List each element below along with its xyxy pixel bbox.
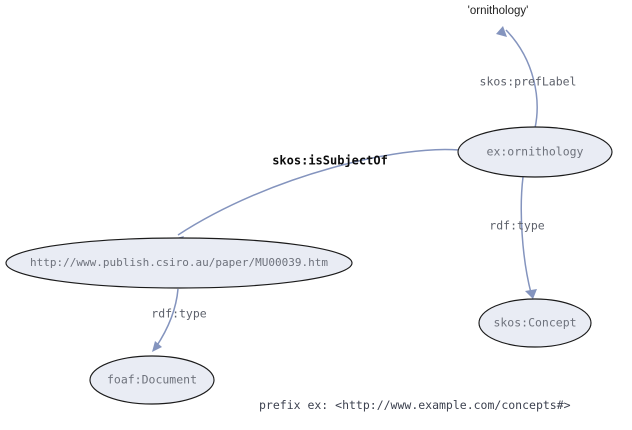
edge-rdftype-concept-arrowhead bbox=[525, 289, 537, 299]
edge-preflabel-arrowhead bbox=[496, 26, 507, 37]
edge-label-preflabel: skos:prefLabel bbox=[480, 75, 577, 89]
edge-label-rdftype-concept: rdf:type bbox=[489, 219, 544, 233]
edge-label-issubjectof: skos:isSubjectOf bbox=[272, 154, 388, 168]
edge-rdftype-document bbox=[152, 288, 179, 352]
node-foaf-document-label: foaf:Document bbox=[107, 373, 197, 387]
node-skos-concept-shape[interactable] bbox=[478, 298, 592, 348]
edge-preflabel-path bbox=[505, 29, 538, 129]
edge-rdftype-concept bbox=[520, 176, 537, 299]
node-paper-url-label: http://www.publish.csiro.au/paper/MU0003… bbox=[30, 256, 328, 269]
edge-preflabel bbox=[496, 26, 538, 129]
node-ex-ornithology-shape[interactable] bbox=[457, 126, 613, 178]
prefix-legend: prefix ex: <http://www.example.com/conce… bbox=[259, 372, 632, 430]
edge-rdftype-document-arrowhead bbox=[152, 341, 162, 352]
edge-rdftype-concept-path bbox=[520, 176, 532, 294]
node-skos-concept[interactable]: skos:Concept bbox=[478, 298, 592, 348]
node-ex-ornithology[interactable]: ex:ornithology bbox=[457, 126, 613, 178]
node-foaf-document[interactable]: foaf:Document bbox=[89, 355, 215, 405]
prefix-line-ex: prefix ex: <http://www.example.com/conce… bbox=[259, 398, 571, 413]
node-ex-ornithology-label: ex:ornithology bbox=[487, 145, 584, 159]
node-paper-url[interactable]: http://www.publish.csiro.au/paper/MU0003… bbox=[5, 237, 353, 289]
node-paper-url-shape[interactable] bbox=[5, 237, 353, 289]
edge-issubjectof-path bbox=[177, 148, 460, 236]
edge-label-rdftype-document: rdf:type bbox=[151, 307, 206, 321]
node-skos-concept-label: skos:Concept bbox=[493, 316, 576, 330]
node-literal-ornithology: 'ornithology' bbox=[468, 5, 529, 17]
node-foaf-document-shape[interactable] bbox=[89, 355, 215, 405]
edge-rdftype-document-path bbox=[155, 288, 179, 348]
